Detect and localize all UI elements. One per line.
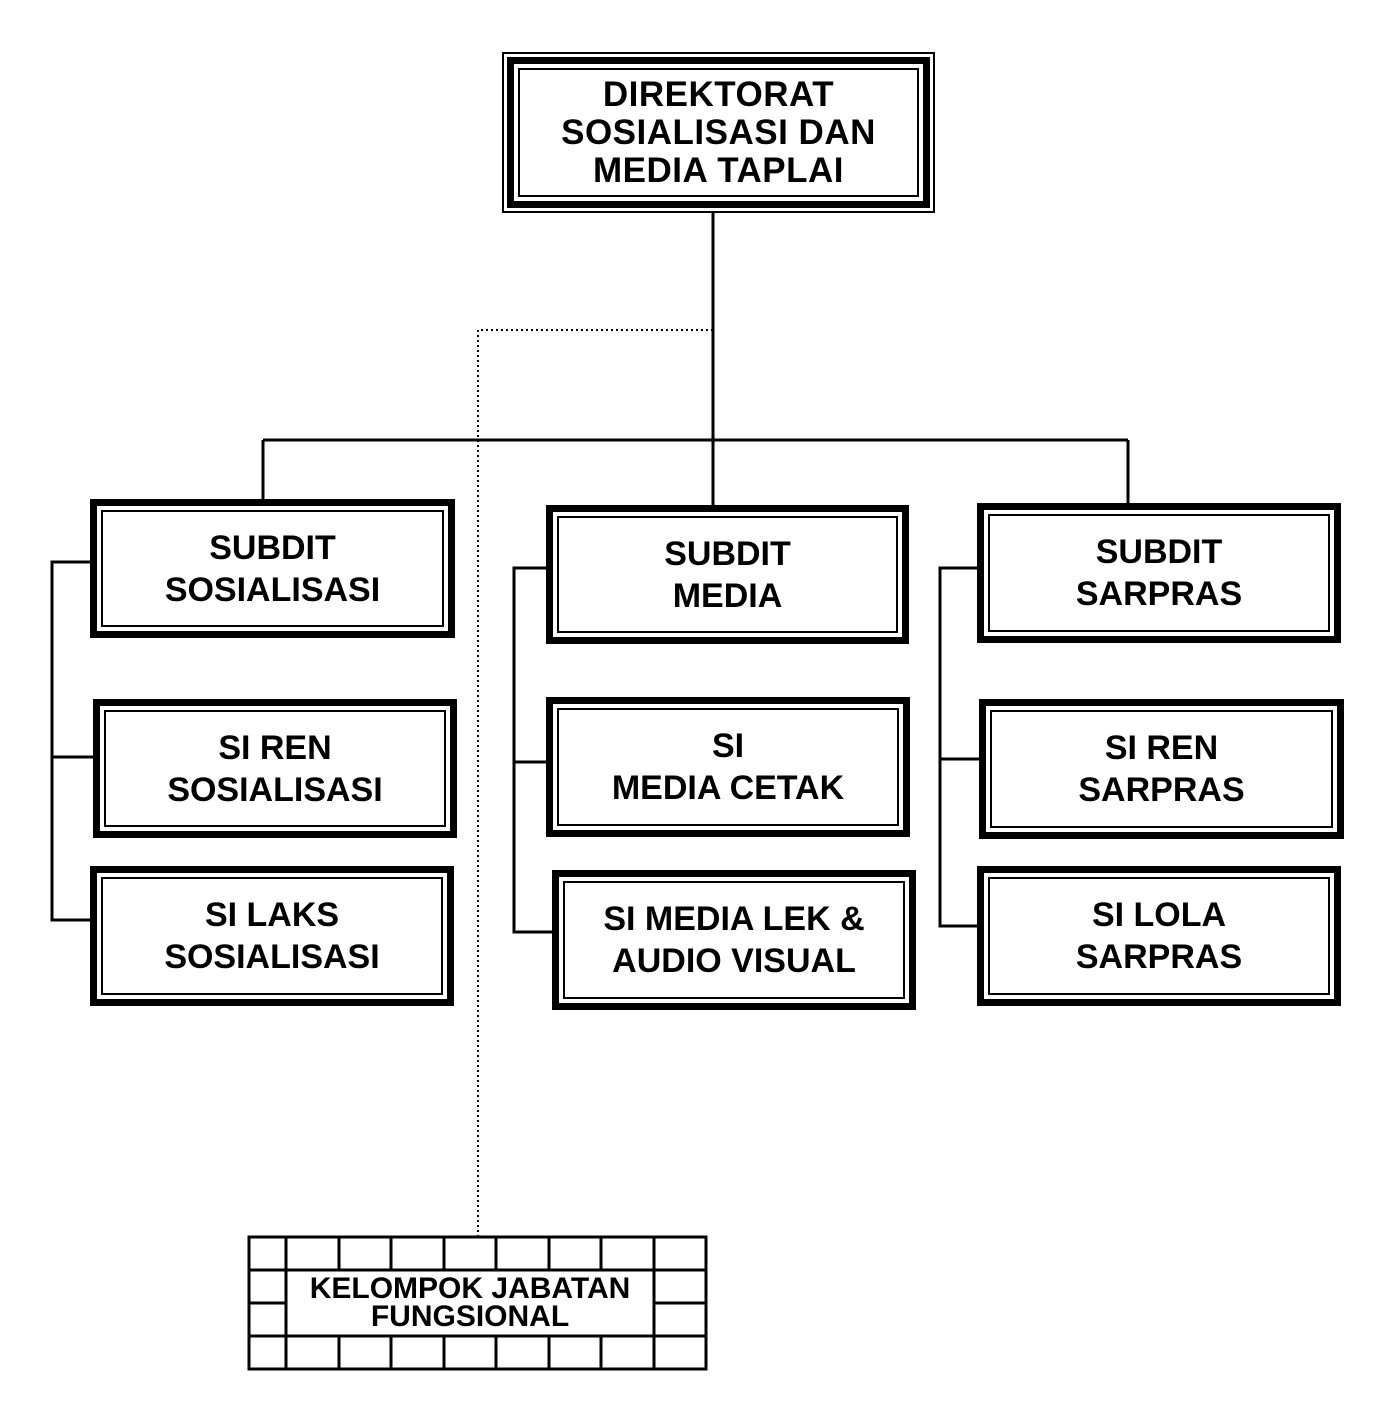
directorate-line-2: SOSIALISASI DAN <box>561 112 876 152</box>
si-media-cetak-box: SI MEDIA CETAK <box>546 697 910 837</box>
si-ren-sarpras-line-2: SARPRAS <box>1078 771 1245 809</box>
si-ren-sosialisasi-line-2: SOSIALISASI <box>167 770 383 809</box>
subdit-media-line-1: SUBDIT <box>664 534 791 573</box>
subdit-sarpras-line-1: SUBDIT <box>1095 533 1223 571</box>
si-laks-sosialisasi-box: SI LAKS SOSIALISASI <box>90 866 454 1006</box>
subdit-media-line-2: MEDIA <box>672 576 783 615</box>
si-ren-sosialisasi-box: SI REN SOSIALISASI <box>93 699 457 838</box>
si-ren-sarpras-line-1: SI REN <box>1104 729 1219 767</box>
si-ren-sarpras-box: SI REN SARPRAS <box>979 699 1344 839</box>
si-lola-sarpras-line-2: SARPRAS <box>1075 938 1243 976</box>
subdit-sarpras-box: SUBDIT SARPRAS <box>977 503 1341 643</box>
si-media-cetak-line-2: MEDIA CETAK <box>611 769 845 807</box>
functional-group-line-2: FUNGSIONAL <box>370 1300 570 1333</box>
si-media-lek-line-1: SI MEDIA LEK & <box>603 900 865 938</box>
subdit-sosialisasi-line-1: SUBDIT <box>209 528 336 567</box>
functional-group-line-1: KELOMPOK JABATAN <box>309 1272 631 1305</box>
middle-bracket-line <box>512 566 553 934</box>
left-bracket-line <box>50 560 92 922</box>
subdit-sarpras-line-2: SARPRAS <box>1075 575 1243 613</box>
si-laks-sosialisasi-line-2: SOSIALISASI <box>164 938 380 976</box>
right-bracket-line <box>938 566 978 928</box>
directorate-line-3: MEDIA TAPLAI <box>593 150 844 190</box>
subdit-sosialisasi-line-2: SOSIALISASI <box>164 570 381 609</box>
si-media-lek-box: SI MEDIA LEK & AUDIO VISUAL <box>552 870 916 1010</box>
directorate-line-1: DIREKTORAT <box>602 74 835 114</box>
subdit-media-box: SUBDIT MEDIA <box>546 505 909 644</box>
si-ren-sosialisasi-line-1: SI REN <box>218 728 332 767</box>
functional-dotted-line <box>477 329 713 1245</box>
subdit-sosialisasi-box: SUBDIT SOSIALISASI <box>90 499 455 638</box>
si-media-cetak-line-1: SI <box>711 727 745 765</box>
si-lola-sarpras-line-1: SI LOLA <box>1091 896 1227 934</box>
directorate-box: DIREKTORAT SOSIALISASI DAN MEDIA TAPLAI <box>502 52 935 213</box>
si-laks-sosialisasi-line-1: SI LAKS <box>204 896 340 934</box>
functional-group-box: KELOMPOK JABATAN FUNGSIONAL <box>288 1272 652 1334</box>
si-media-lek-line-2: AUDIO VISUAL <box>612 942 856 980</box>
si-lola-sarpras-box: SI LOLA SARPRAS <box>977 866 1341 1006</box>
